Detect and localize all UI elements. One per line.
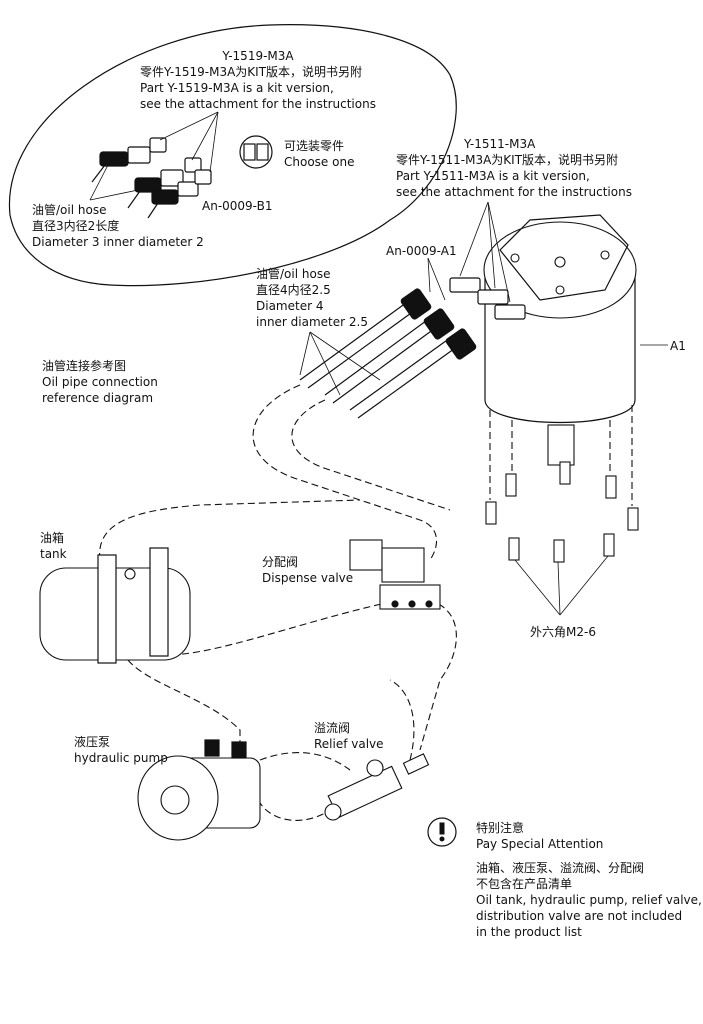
reference-label: 油管连接参考图 Oil pipe connection reference di…: [42, 358, 158, 406]
kit-b-title: Y-1519-M3A: [222, 49, 294, 63]
tank-en: tank: [40, 547, 67, 561]
hose-large-label: 油管/oil hose 直径4内径2.5 Diameter 4 inner di…: [256, 266, 368, 330]
callout-a1-label: A1: [670, 339, 686, 353]
pump-en: hydraulic pump: [74, 751, 168, 765]
relief-cn: 溢流阀: [314, 721, 351, 735]
kit-a-callout: Y-1511-M3A 零件Y-1511-M3A为KIT版本，说明书另附 Part…: [396, 136, 632, 200]
dispense-cn: 分配阀: [262, 555, 299, 569]
reference-en1: Oil pipe connection: [42, 375, 158, 389]
dispense-valve: [349, 539, 441, 610]
kit-b-line-en1: Part Y-1519-M3A is a kit version,: [140, 81, 334, 95]
attention-note-cn1: 油箱、液压泵、溢流阀、分配阀: [476, 861, 645, 875]
choose-en: Choose one: [284, 155, 355, 169]
part-a1-label: An-0009-A1: [386, 244, 457, 258]
attention-note-cn2: 不包含在产品清单: [476, 877, 573, 891]
kit-a-line-cn: 零件Y-1511-M3A为KIT版本，说明书另附: [396, 153, 619, 167]
attention-icon: [427, 817, 457, 847]
attention-note-en2: distribution valve are not included: [476, 909, 683, 923]
kit-a-line-en1: Part Y-1511-M3A is a kit version,: [396, 169, 590, 183]
reference-en2: reference diagram: [42, 391, 154, 405]
choose-one-label: 可选装零件 Choose one: [284, 138, 354, 170]
hose-small-line2: 直径3内径2长度: [32, 219, 120, 233]
choose-one-icon: [239, 135, 273, 169]
pump-cn: 液压泵: [74, 735, 111, 749]
bolts-label: 外六角M2-6: [530, 625, 596, 639]
oil-tank: [39, 547, 191, 664]
dispense-en: Dispense valve: [262, 571, 354, 585]
hose-large-leaders: [299, 331, 381, 396]
hose-large-line4: inner diameter 2.5: [256, 315, 368, 329]
relief-label: 溢流阀 Relief valve: [314, 720, 384, 752]
kit-b-leaders: [89, 111, 219, 201]
attention-note-en3: in the product list: [476, 925, 582, 939]
hydraulic-pump: [137, 739, 261, 841]
kit-a-fittings: [449, 277, 526, 320]
attention-title-cn: 特别注意: [476, 821, 525, 835]
hose-large-line2: 直径4内径2.5: [256, 283, 331, 297]
kit-a-title: Y-1511-M3A: [464, 137, 536, 151]
hose-large-line1: 油管/oil hose: [256, 267, 331, 281]
kit-b-line-cn: 零件Y-1519-M3A为KIT版本，说明书另附: [140, 65, 363, 79]
bolt-leaders: [514, 555, 609, 616]
kit-b-fittings: [91, 137, 212, 219]
attention-note: 特别注意 Pay Special Attention 油箱、液压泵、溢流阀、分配…: [476, 820, 702, 940]
kit-b-line-en2: see the attachment for the instructions: [140, 97, 376, 111]
mounting-bolts: [485, 461, 639, 563]
kit-b-callout: Y-1519-M3A 零件Y-1519-M3A为KIT版本，说明书另附 Part…: [140, 48, 376, 112]
hose-small-label: 油管/oil hose 直径3内径2长度 Diameter 3 inner di…: [32, 202, 204, 250]
hose-small-line3: Diameter 3 inner diameter 2: [32, 235, 204, 249]
pump-label: 液压泵 hydraulic pump: [74, 734, 168, 766]
bolt-center-lines: [489, 405, 633, 506]
kit-a-leaders: [427, 201, 511, 303]
relief-valve: [324, 753, 430, 821]
choose-cn: 可选装零件: [284, 139, 345, 153]
attention-note-en1: Oil tank, hydraulic pump, relief valve,: [476, 893, 702, 907]
hose-large-line3: Diameter 4: [256, 299, 324, 313]
large-hoses: [299, 288, 477, 419]
reference-cn: 油管连接参考图: [42, 359, 127, 373]
attention-title-en: Pay Special Attention: [476, 837, 604, 851]
dispense-label: 分配阀 Dispense valve: [262, 554, 353, 586]
hose-small-line1: 油管/oil hose: [32, 203, 107, 217]
kit-a-line-en2: see the attachment for the instructions: [396, 185, 632, 199]
part-b1-label: An-0009-B1: [202, 199, 273, 213]
kit-b-outline: [8, 24, 457, 287]
tank-label: 油箱 tank: [40, 530, 67, 562]
relief-en: Relief valve: [314, 737, 384, 751]
tank-cn: 油箱: [40, 531, 65, 545]
container-a1: [483, 214, 668, 466]
